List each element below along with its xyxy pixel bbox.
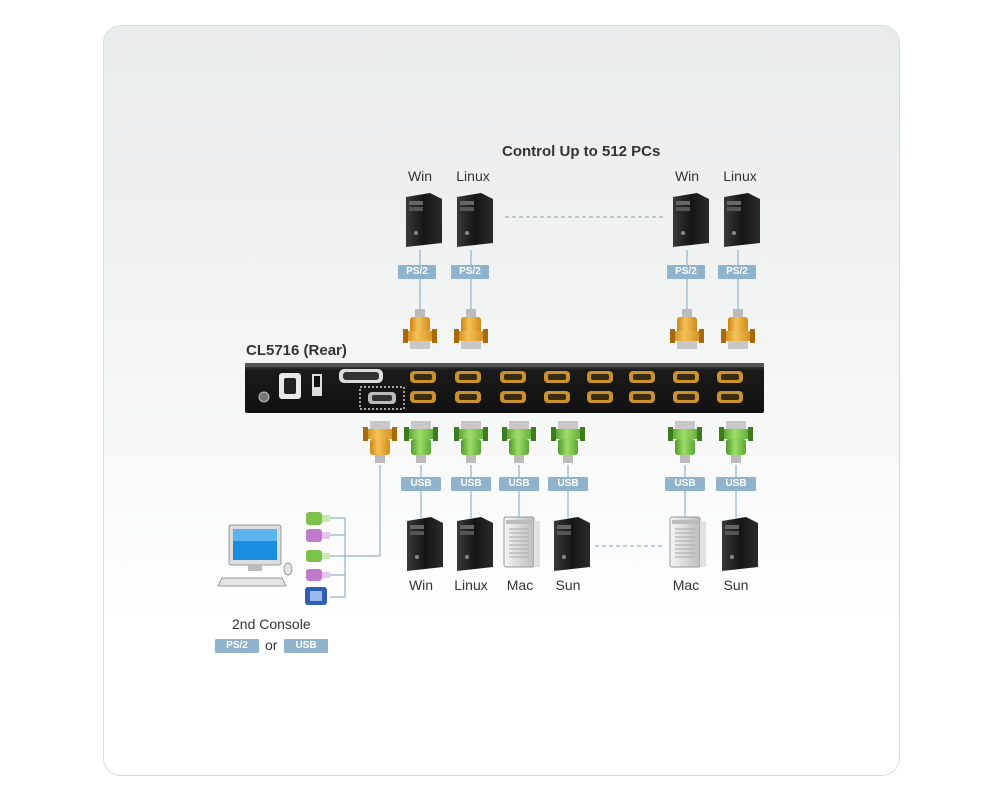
kvm-port-icon	[673, 371, 699, 383]
console-workstation	[217, 512, 330, 605]
diagram-title: Control Up to 512 PCs	[502, 143, 661, 160]
kvm-port-icon	[717, 371, 743, 383]
bottom-link-lines	[420, 465, 737, 518]
kvm-port-icon	[544, 371, 570, 383]
bottom-interface-badge-6: USB	[716, 477, 756, 491]
top-os-label-3: Win	[674, 168, 700, 184]
top-interface-badge-3: PS/2	[667, 265, 705, 279]
ps2-cable-connector-icon	[721, 309, 755, 349]
mac-pro-tower-icon	[503, 516, 540, 568]
bottom-interface-badge-4: USB	[548, 477, 588, 491]
kvm-port-icon	[629, 391, 655, 403]
top-os-label-1: Win	[407, 168, 433, 184]
kvm-port-icon	[410, 371, 436, 383]
console-interface-badge-1: PS/2	[215, 639, 259, 653]
pc-tower-icon	[673, 193, 709, 247]
kvm-port-icon	[455, 391, 481, 403]
bottom-interface-badge-5: USB	[665, 477, 705, 491]
mouse-icon	[283, 562, 293, 576]
usb-cable-connector-icon	[404, 421, 438, 463]
kvm-port-icon	[544, 391, 570, 403]
top-computers	[406, 193, 760, 247]
kvm-port-icon	[717, 391, 743, 403]
bottom-interface-badge-1: USB	[401, 477, 441, 491]
console-port-icon	[368, 392, 396, 404]
usb-plug-2-icon	[306, 569, 330, 581]
ps2-mouse-plug-icon	[306, 512, 330, 525]
top-os-label-4: Linux	[723, 168, 757, 184]
keyboard-icon	[217, 577, 287, 587]
ps2-cable-connector-icon	[363, 421, 397, 463]
top-ps2-connectors	[403, 309, 755, 349]
console-fan-lines	[330, 517, 346, 598]
bottom-os-label-4: Sun	[555, 577, 581, 593]
console-link-line	[345, 465, 381, 557]
top-os-label-2: Linux	[456, 168, 490, 184]
mac-pro-tower-icon	[669, 516, 706, 568]
console-interface-badge-2: USB	[284, 639, 328, 653]
pc-tower-icon	[457, 193, 493, 247]
kvm-port-icon	[500, 371, 526, 383]
pc-tower-icon	[722, 517, 758, 571]
ps2-cable-connector-icon	[403, 309, 437, 349]
kvm-port-icon	[410, 391, 436, 403]
pc-tower-icon	[407, 517, 443, 571]
kvm-switch	[245, 363, 764, 413]
usb-plug-icon	[306, 550, 330, 562]
pc-tower-icon	[724, 193, 760, 247]
vga-plug-icon	[305, 587, 327, 605]
kvm-port-icon	[629, 371, 655, 383]
console-port-highlight	[359, 386, 405, 410]
usb-cable-connector-icon	[454, 421, 488, 463]
device-label: CL5716 (Rear)	[246, 342, 347, 359]
kvm-port-icon	[500, 391, 526, 403]
pc-tower-icon	[457, 517, 493, 571]
pc-tower-icon	[406, 193, 442, 247]
ps2-cable-connector-icon	[670, 309, 704, 349]
bottom-os-label-3: Mac	[506, 577, 534, 593]
usb-cable-connector-icon	[551, 421, 585, 463]
usb-cable-connector-icon	[668, 421, 702, 463]
top-interface-badge-2: PS/2	[451, 265, 489, 279]
bottom-computers	[407, 516, 758, 571]
ground-screw-icon	[258, 391, 270, 403]
ps2-keyboard-plug-icon	[306, 529, 330, 542]
kvm-port-icon	[587, 391, 613, 403]
bottom-os-label-2: Linux	[454, 577, 488, 593]
bottom-os-label-5: Mac	[672, 577, 700, 593]
console-connector	[363, 421, 397, 463]
ps2-cable-connector-icon	[454, 309, 488, 349]
usb-cable-connector-icon	[719, 421, 753, 463]
console-or-text: or	[265, 637, 278, 653]
bottom-os-label-1: Win	[408, 577, 434, 593]
console-label: 2nd Console	[232, 616, 311, 632]
usb-cable-connector-icon	[502, 421, 536, 463]
top-interface-badge-1: PS/2	[398, 265, 436, 279]
bottom-interface-badge-2: USB	[451, 477, 491, 491]
bottom-os-label-6: Sun	[723, 577, 749, 593]
bottom-interface-badge-3: USB	[499, 477, 539, 491]
kvm-ports	[368, 371, 743, 404]
top-link-lines	[419, 250, 739, 310]
kvm-port-icon	[673, 391, 699, 403]
bottom-usb-connectors	[404, 421, 753, 463]
kvm-port-icon	[587, 371, 613, 383]
top-interface-badge-4: PS/2	[718, 265, 756, 279]
pc-tower-icon	[554, 517, 590, 571]
kvm-port-icon	[455, 371, 481, 383]
